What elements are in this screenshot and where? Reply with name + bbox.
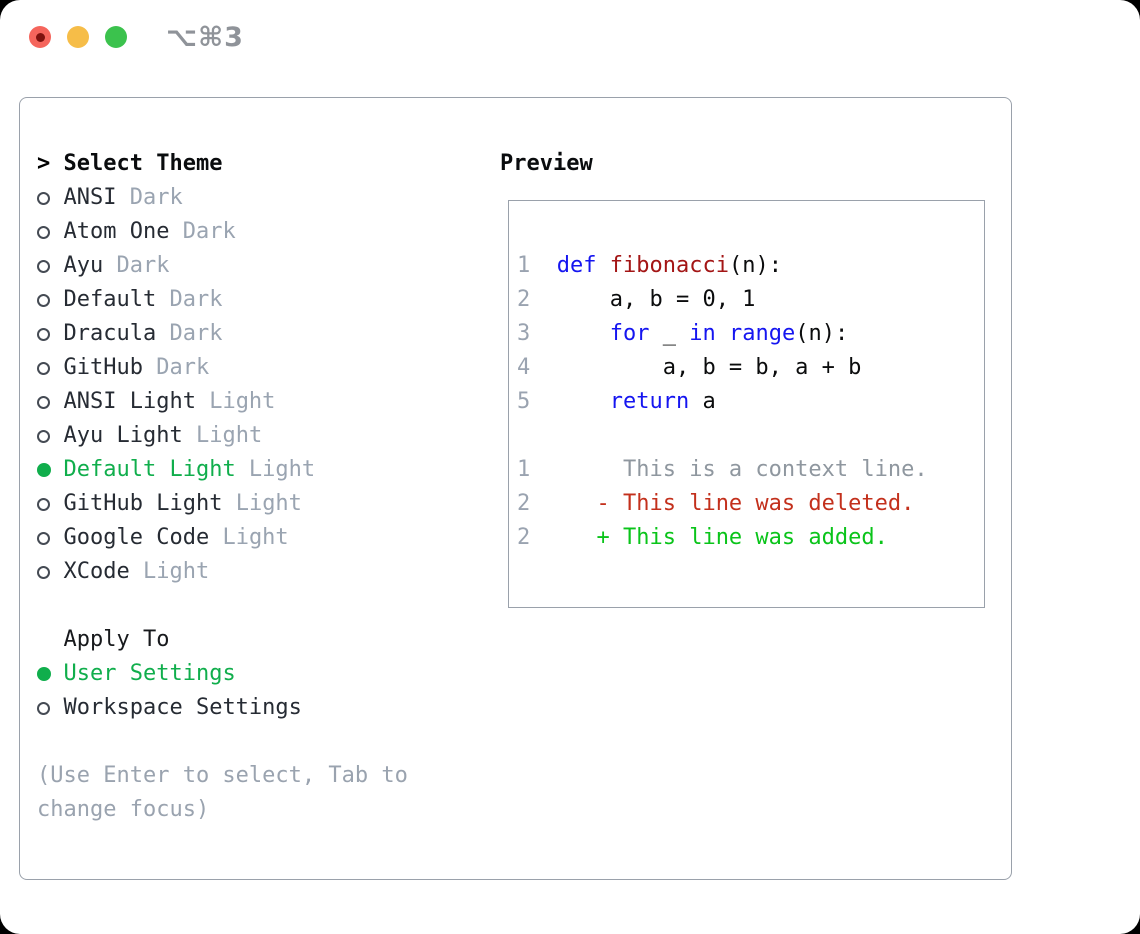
code-preview: 1 def fibonacci(n): 2 a, b = 0, 1 3 for _ … [517,249,984,419]
apply-option-label: User Settings [63,661,236,686]
theme-variant-badge: Light [235,457,316,482]
theme-variant-badge: Dark [116,185,183,210]
radio-selected-icon [37,667,51,681]
theme-name: Ayu [63,253,104,278]
select-theme-header: > Select Theme [37,147,477,181]
theme-variant-badge: Dark [156,287,223,312]
theme-item-ayu-light-light[interactable]: Ayu Light Light [37,419,477,453]
minimize-button[interactable] [67,26,89,48]
diff-preview: 1 This is a context line. 2 - This line w… [517,453,984,555]
theme-variant-badge: Light [209,525,289,550]
theme-item-dracula-dark[interactable]: Dracula Dark [37,317,477,351]
preview-title: Preview [500,151,593,176]
apply-to-header: Apply To [37,623,477,657]
zoom-button[interactable] [105,26,127,48]
window-controls [29,26,127,48]
radio-unselected-icon [37,293,50,307]
theme-name: XCode [63,559,130,584]
select-theme-title: Select Theme [63,151,223,176]
theme-item-github-dark[interactable]: GitHub Dark [37,351,477,385]
radio-unselected-icon [37,565,50,579]
theme-variant-badge: Light [182,423,263,448]
code-line: 4 a, b = b, a + b [517,355,862,380]
theme-name: Default Light [63,457,236,482]
theme-name: ANSI [63,185,117,210]
diff-line: 1 This is a context line. [517,457,928,482]
radio-selected-icon [37,463,51,477]
radio-unselected-icon [37,531,50,545]
diff-line: 2 + This line was added. [517,525,888,550]
theme-name: GitHub Light [63,491,223,516]
theme-name: Dracula [63,321,157,346]
theme-variant-badge: Dark [142,355,210,380]
theme-variant-badge: Dark [169,219,236,244]
radio-unselected-icon [37,225,50,239]
window-title-shortcut: ⌥⌘3 [166,22,244,53]
theme-item-ansi-dark[interactable]: ANSI Dark [37,181,477,215]
theme-item-xcode-light[interactable]: XCode Light [37,555,477,589]
theme-item-ayu-dark[interactable]: Ayu Dark [37,249,477,283]
diff-line: 2 - This line was deleted. [517,491,915,516]
theme-variant-badge: Dark [156,321,223,346]
theme-variant-badge: Dark [103,253,170,278]
keyboard-hint: (Use Enter to select, Tab to change focu… [37,759,477,827]
theme-name: Atom One [63,219,170,244]
radio-unselected-icon [37,361,50,375]
apply-option-label: Workspace Settings [63,695,302,720]
theme-name: GitHub [63,355,143,380]
theme-item-github-light-light[interactable]: GitHub Light Light [37,487,477,521]
apply-option-workspace-settings[interactable]: Workspace Settings [37,691,477,725]
theme-item-ansi-light-light[interactable]: ANSI Light Light [37,385,477,419]
apply-option-user-settings[interactable]: User Settings [37,657,477,691]
theme-variant-badge: Light [129,559,210,584]
prompt-caret: > [37,151,51,176]
hint-line: (Use Enter to select, Tab to [37,763,408,788]
theme-name: Ayu Light [63,423,183,448]
apply-to-title: Apply To [63,627,170,652]
theme-name: ANSI Light [63,389,196,414]
radio-unselected-icon [37,395,50,409]
close-dot-icon [35,32,45,42]
hint-line: change focus) [37,797,210,822]
theme-variant-badge: Light [195,389,276,414]
theme-item-google-code-light[interactable]: Google Code Light [37,521,477,555]
theme-item-atom-one-dark[interactable]: Atom One Dark [37,215,477,249]
theme-name: Google Code [63,525,210,550]
radio-unselected-icon [37,191,50,205]
code-line: 3 for _ in range(n): [517,321,849,346]
code-line: 1 def fibonacci(n): [517,253,782,278]
code-line: 2 a, b = 0, 1 [517,287,756,312]
theme-variant-badge: Light [222,491,302,516]
radio-unselected-icon [37,259,50,273]
theme-item-default-dark[interactable]: Default Dark [37,283,477,317]
code-line: 5 return a [517,389,716,414]
theme-item-default-light-light[interactable]: Default Light Light [37,453,477,487]
radio-unselected-icon [37,327,50,341]
close-button[interactable] [29,26,51,48]
theme-name: Default [63,287,157,312]
radio-unselected-icon [37,429,50,443]
radio-unselected-icon [37,497,50,511]
preview-pane: 1 def fibonacci(n): 2 a, b = 0, 1 3 for _ … [508,200,985,608]
radio-unselected-icon [37,701,50,715]
